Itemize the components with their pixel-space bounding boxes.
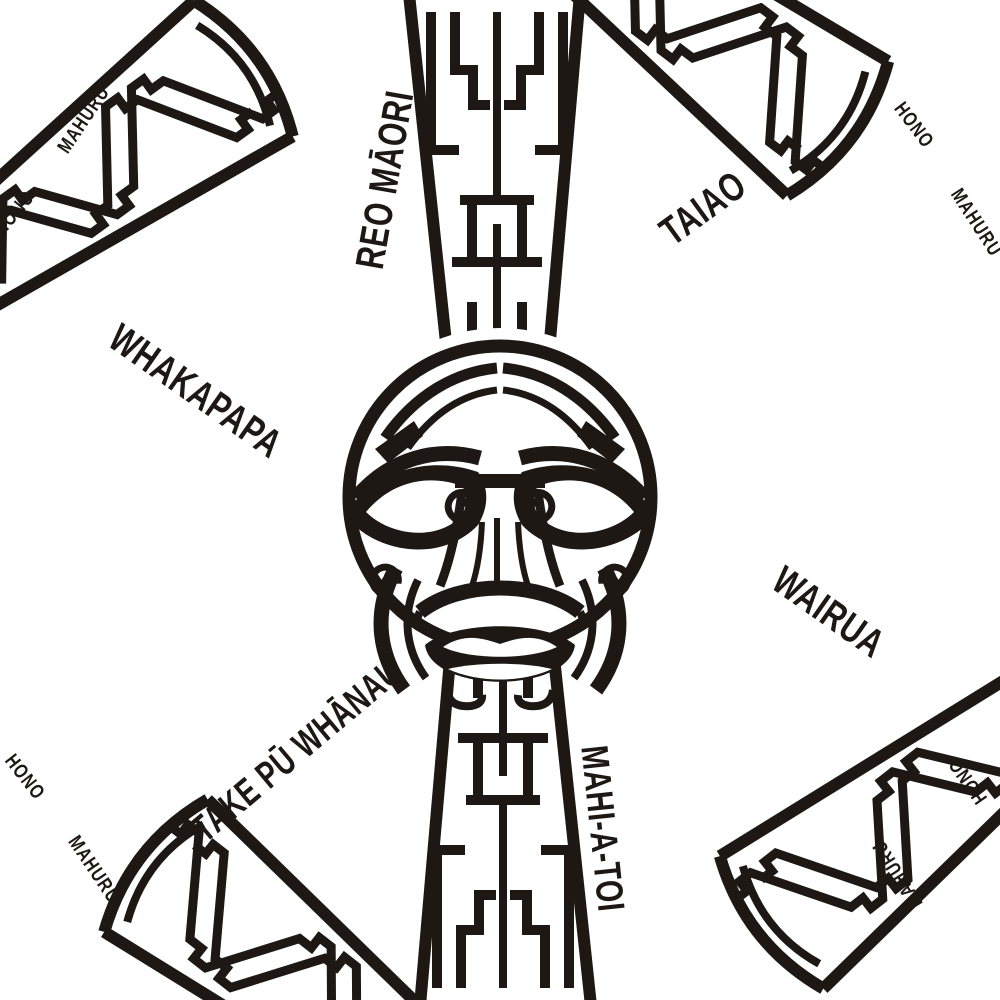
spoke-bottom-left [706,632,1000,999]
spoke-bottom [420,648,591,1000]
spoke-top [409,0,580,352]
spoke-label-reo-maori: REO MĀORI [348,87,423,272]
spoke-label-take-pu-whanau: TAKE PŪ WHĀNAU [184,651,411,851]
spoke-label-taiao: TAIAO [652,163,755,254]
wheku-face-illustration [345,339,655,706]
tip-label-mahuru-top-right: MAHURU [946,184,1000,260]
nostril-band [415,580,585,619]
spoke-top-right [0,0,306,350]
upper-lip [443,637,557,657]
tip-label-hono-bottom-left: HONO [1,750,50,804]
spoke-bottom-right [496,0,901,206]
spoke-label-wairua: WAIRUA [764,558,893,666]
spoke-label-whakapapa: WHAKAPAPA [101,316,291,467]
tip-label-mahuru-bottom-left: MAHURU [64,831,125,907]
tip-label-hono-top-right: HONO [890,98,939,153]
lower-lip [448,663,552,680]
